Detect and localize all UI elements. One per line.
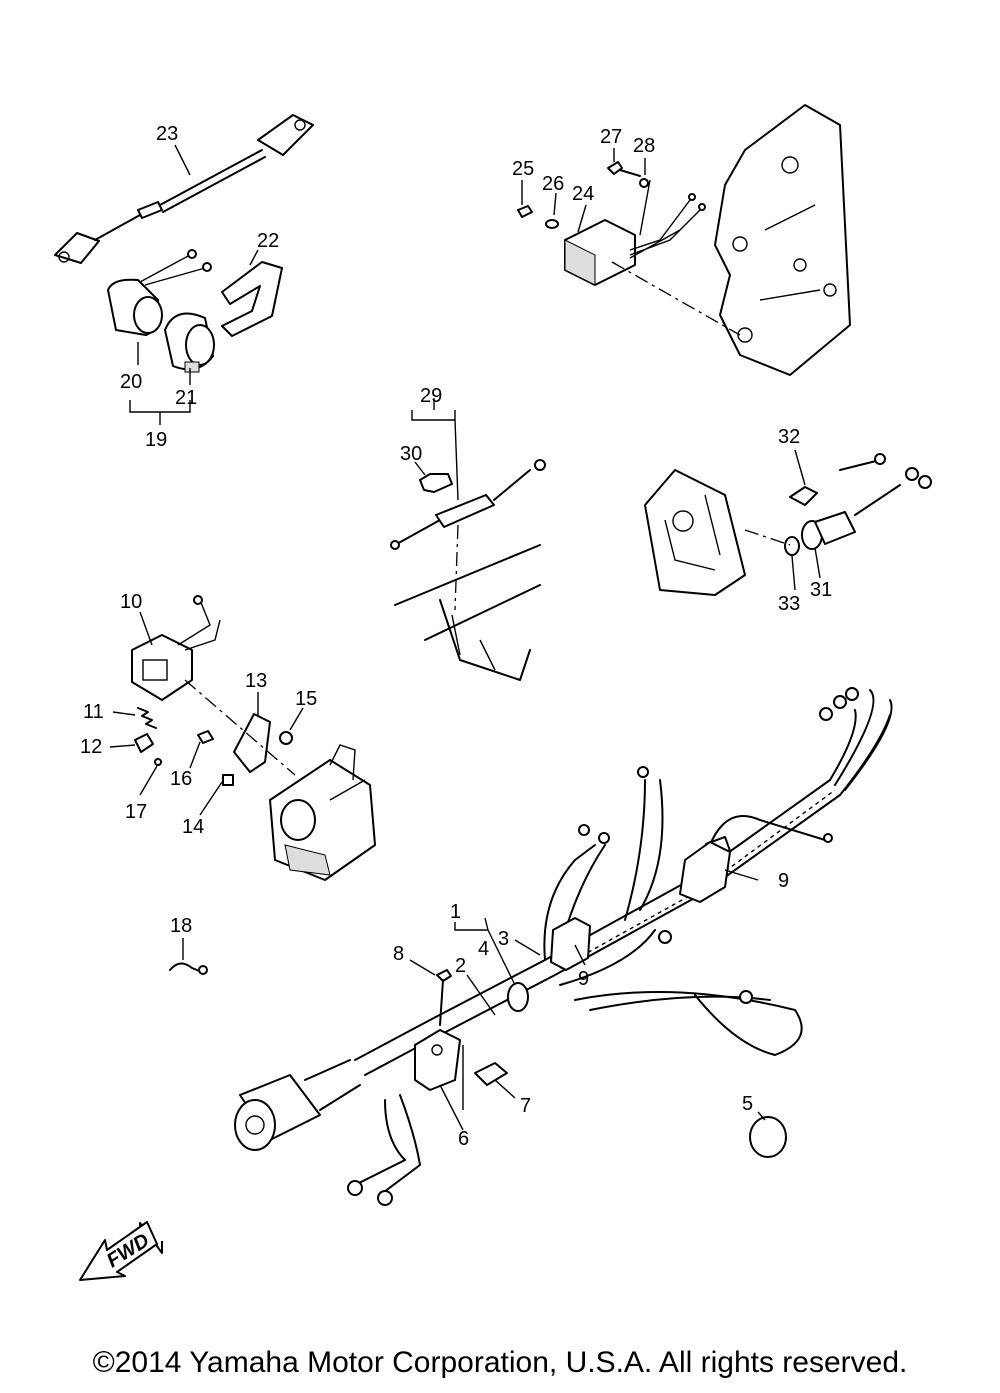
nut-15 <box>279 731 293 745</box>
ground-cables <box>347 1094 421 1206</box>
callout-17: 17 <box>125 801 147 823</box>
leader-line-10 <box>184 679 296 776</box>
bolt-30 <box>419 473 453 493</box>
copyright-notice: ©2014 Yamaha Motor Corporation, U.S.A. A… <box>92 1346 908 1379</box>
callout-5: 5 <box>742 1093 753 1115</box>
forward-arrow-icon: FWD <box>79 1221 163 1281</box>
leader-line-29 <box>454 524 459 611</box>
callout-21: 21 <box>175 387 197 409</box>
callout-28: 28 <box>633 135 655 157</box>
callout-30: 30 <box>400 443 422 465</box>
callout-18: 18 <box>170 915 192 937</box>
leader-line-24 <box>611 261 741 336</box>
engine-section <box>394 544 541 681</box>
callout-1: 1 <box>450 901 461 923</box>
harness-clamp-6 <box>414 1029 461 1091</box>
harness-connector <box>234 1059 361 1151</box>
callout-9-lower: 9 <box>578 968 589 990</box>
spring-11 <box>137 707 157 729</box>
callout-26: 26 <box>542 173 564 195</box>
clip-18 <box>169 962 208 975</box>
rectifier-regulator-24 <box>564 179 706 286</box>
callout-6: 6 <box>458 1128 469 1150</box>
callout-4: 4 <box>478 938 489 960</box>
bolt-12 <box>134 733 154 753</box>
callout-9-upper: 9 <box>778 870 789 892</box>
callout-22: 22 <box>257 230 279 252</box>
callout-labels: 23 22 20 21 19 25 26 24 27 28 29 30 32 3… <box>80 123 832 1150</box>
grommet-4 <box>507 982 529 1012</box>
callout-2: 2 <box>455 955 466 977</box>
mounting-bracket <box>714 104 851 376</box>
holder-7 <box>474 1062 508 1086</box>
screw-8 <box>436 969 452 1026</box>
cap-5 <box>749 1116 787 1158</box>
callout-23: 23 <box>156 123 178 145</box>
callout-14: 14 <box>182 816 204 838</box>
starter-relay-19 <box>107 249 215 373</box>
callout-11: 11 <box>83 701 104 723</box>
choke-solenoid-10 <box>131 595 221 701</box>
screw-25 <box>517 205 533 218</box>
callout-leaders <box>109 144 821 1131</box>
callout-24: 24 <box>572 183 594 205</box>
cylinder-cover <box>644 469 746 596</box>
clip-32 <box>789 453 886 506</box>
callout-8: 8 <box>393 943 404 965</box>
callout-33: 33 <box>778 593 800 615</box>
callout-16: 16 <box>170 768 192 790</box>
callout-32: 32 <box>778 426 800 448</box>
carburetor <box>269 744 376 881</box>
washer-17 <box>154 758 162 766</box>
washer-26 <box>545 219 559 229</box>
callout-12: 12 <box>80 736 102 758</box>
bracket-13 <box>233 713 271 773</box>
callout-7: 7 <box>520 1095 531 1117</box>
screw-16 <box>197 730 214 744</box>
wire-harness-1 <box>354 687 893 1076</box>
callout-31: 31 <box>810 579 832 601</box>
washer-28 <box>639 178 649 188</box>
battery-cable-23 <box>54 114 314 264</box>
screw-27 <box>607 161 641 177</box>
callout-19: 19 <box>145 429 167 451</box>
cable-29 <box>390 459 546 550</box>
leader-line-31 <box>744 529 791 546</box>
callout-20: 20 <box>120 371 142 393</box>
grommet-9-upper <box>679 841 731 903</box>
collar-14 <box>222 774 234 786</box>
callout-15: 15 <box>295 688 317 710</box>
callout-3: 3 <box>498 928 509 950</box>
callout-27: 27 <box>600 126 622 148</box>
gasket-33 <box>784 536 800 556</box>
callout-25: 25 <box>512 158 534 180</box>
callout-13: 13 <box>245 670 267 692</box>
callout-10: 10 <box>120 591 142 613</box>
bracket-22 <box>221 261 283 337</box>
thermoswitch-31 <box>801 467 932 550</box>
callout-29: 29 <box>420 385 442 407</box>
